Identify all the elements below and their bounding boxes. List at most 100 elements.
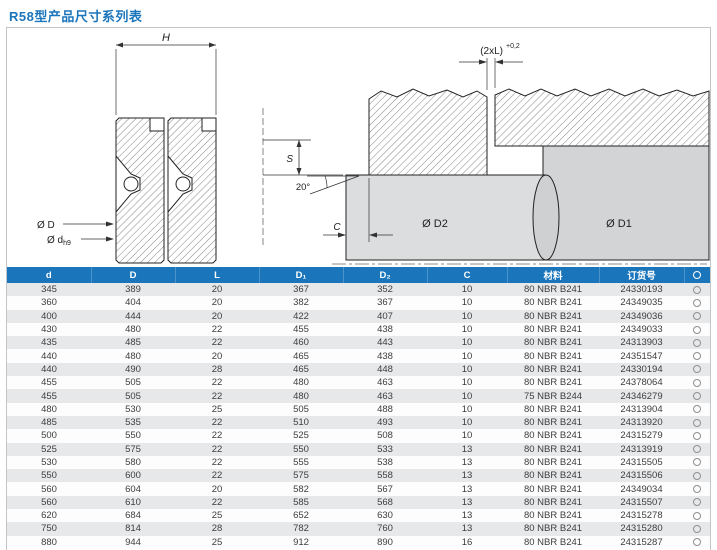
table-cell: 22 bbox=[175, 455, 259, 470]
table-cell: 493 bbox=[343, 415, 427, 430]
availability-circle-icon bbox=[693, 405, 701, 414]
table-cell: 465 bbox=[259, 349, 343, 363]
availability-circle-icon bbox=[693, 325, 701, 334]
dim-diaD-label: Ø D bbox=[37, 220, 55, 231]
dim-h-label: H bbox=[162, 32, 170, 44]
table-cell: 24315279 bbox=[599, 429, 684, 443]
table-cell: 422 bbox=[259, 309, 343, 323]
table-cell: 10 bbox=[427, 322, 507, 337]
col-header-C: C bbox=[427, 267, 508, 283]
table-cell: 28 bbox=[175, 522, 259, 536]
table-cell: 352 bbox=[343, 283, 427, 297]
table-cell: 28 bbox=[175, 362, 259, 377]
table-cell: 22 bbox=[175, 442, 259, 456]
table-cell: 345 bbox=[7, 283, 91, 297]
table-cell: 10 bbox=[427, 376, 507, 390]
table-cell: 80 NBR B241 bbox=[507, 522, 599, 536]
table-cell: 600 bbox=[91, 469, 175, 483]
availability-circle-icon bbox=[693, 498, 701, 507]
table-cell: 10 bbox=[427, 283, 507, 297]
availability-circle-icon bbox=[693, 431, 701, 440]
dim-angle-label: 20° bbox=[296, 182, 311, 193]
page-title: R58型产品尺寸系列表 bbox=[9, 9, 143, 24]
technical-drawing: H Ø D bbox=[7, 28, 710, 267]
table-cell: 505 bbox=[91, 389, 175, 403]
table-cell-availability bbox=[684, 362, 710, 377]
table-cell: 24349035 bbox=[599, 296, 684, 310]
table-cell: 389 bbox=[91, 283, 175, 297]
table-cell: 80 NBR B241 bbox=[507, 336, 599, 350]
table-cell: 525 bbox=[259, 429, 343, 443]
table-cell: 455 bbox=[7, 389, 91, 403]
content-frame: H Ø D bbox=[6, 27, 711, 550]
table-header: d D L D₁ D₂ C 材料 订货号 bbox=[7, 267, 710, 283]
table-cell: 382 bbox=[259, 296, 343, 310]
table-cell: 24313920 bbox=[599, 415, 684, 430]
table-cell: 13 bbox=[427, 509, 507, 523]
dim-diaD1-label: Ø D1 bbox=[606, 218, 632, 230]
table-cell-availability bbox=[684, 296, 710, 310]
col-header-D2: D₂ bbox=[343, 267, 428, 283]
table-cell: 620 bbox=[7, 509, 91, 523]
table-cell: 550 bbox=[7, 469, 91, 483]
table-cell: 580 bbox=[91, 455, 175, 470]
table-cell: 10 bbox=[427, 296, 507, 310]
table-cell: 463 bbox=[343, 389, 427, 403]
table-cell-availability bbox=[684, 509, 710, 523]
availability-circle-icon bbox=[693, 378, 701, 387]
table-cell: 24315278 bbox=[599, 509, 684, 523]
table-cell-availability bbox=[684, 522, 710, 536]
table-cell: 814 bbox=[91, 522, 175, 536]
table-cell: 75 NBR B244 bbox=[507, 389, 599, 403]
table-cell-availability bbox=[684, 429, 710, 443]
table-cell: 80 NBR B241 bbox=[507, 309, 599, 323]
availability-circle-icon bbox=[693, 524, 701, 533]
availability-circle-icon bbox=[693, 285, 701, 294]
header-row: d D L D₁ D₂ C 材料 订货号 bbox=[7, 267, 710, 283]
table-cell: 80 NBR B241 bbox=[507, 442, 599, 456]
table-cell: 22 bbox=[175, 389, 259, 403]
table-cell-availability bbox=[684, 389, 710, 403]
table-cell-availability bbox=[684, 495, 710, 510]
availability-circle-icon bbox=[693, 458, 701, 467]
table-cell: 360 bbox=[7, 296, 91, 310]
availability-circle-icon bbox=[693, 471, 701, 480]
table-cell: 80 NBR B241 bbox=[507, 495, 599, 510]
table-cell: 435 bbox=[7, 336, 91, 350]
table-cell: 500 bbox=[7, 429, 91, 443]
table-cell: 24349036 bbox=[599, 309, 684, 323]
table-cell: 24315506 bbox=[599, 469, 684, 483]
table-cell: 585 bbox=[259, 495, 343, 510]
table-cell: 438 bbox=[343, 349, 427, 363]
table-cell-availability bbox=[684, 442, 710, 456]
table-cell: 465 bbox=[259, 362, 343, 377]
availability-circle-icon bbox=[693, 338, 701, 347]
table-cell-availability bbox=[684, 415, 710, 430]
table-cell: 550 bbox=[259, 442, 343, 456]
table-cell: 460 bbox=[259, 336, 343, 350]
table-cell: 490 bbox=[91, 362, 175, 377]
housing-left bbox=[368, 88, 488, 176]
table-cell: 22 bbox=[175, 336, 259, 350]
table-cell: 80 NBR B241 bbox=[507, 283, 599, 297]
table-cell: 13 bbox=[427, 522, 507, 536]
table-cell: 24378064 bbox=[599, 376, 684, 390]
availability-circle-icon bbox=[693, 538, 701, 547]
table-cell: 558 bbox=[343, 469, 427, 483]
table-cell: 10 bbox=[427, 349, 507, 363]
garter-spring-icon bbox=[123, 176, 139, 192]
table-cell: 24349034 bbox=[599, 482, 684, 496]
availability-circle-icon bbox=[693, 392, 701, 400]
table-cell-availability bbox=[684, 336, 710, 350]
availability-circle-icon bbox=[693, 511, 701, 520]
table-cell: 80 NBR B241 bbox=[507, 349, 599, 363]
table-cell: 652 bbox=[259, 509, 343, 523]
